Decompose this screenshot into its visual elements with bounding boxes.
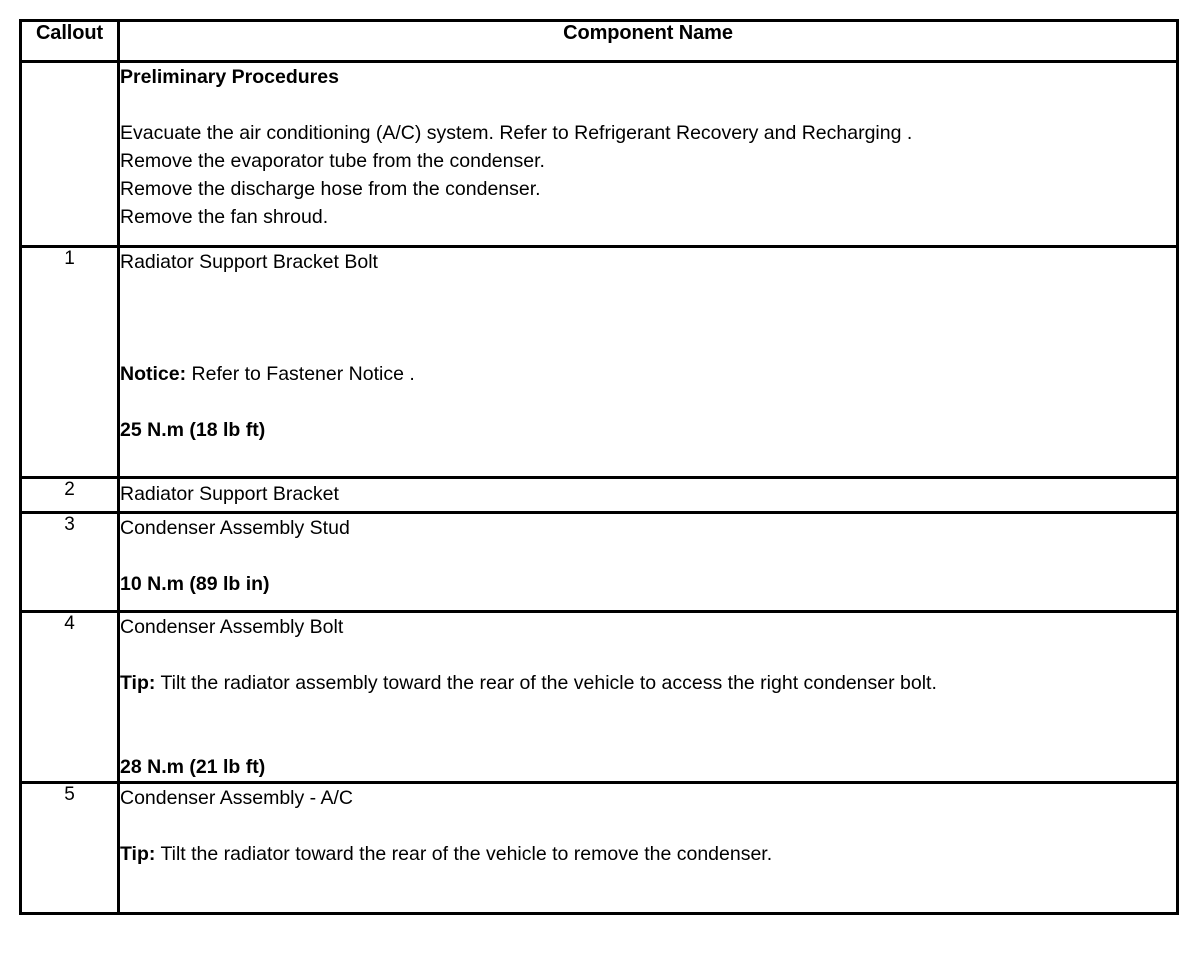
tip-line: Tip: Tilt the radiator toward the rear o… xyxy=(120,840,1176,868)
spacer-line xyxy=(120,91,1176,119)
spacer-line xyxy=(120,542,1176,570)
callout-number: 4 xyxy=(19,610,120,784)
preliminary-step-4: Remove the fan shroud. xyxy=(120,206,329,228)
spacer-line xyxy=(120,725,1176,753)
torque-spec: 28 N.m (21 lb ft) xyxy=(120,756,266,778)
spacer-line xyxy=(120,332,1176,360)
component-name: Condenser Assembly Stud xyxy=(120,517,350,539)
component-description-cell: Radiator Support Bracket xyxy=(117,476,1179,514)
spacer-line xyxy=(120,812,1176,840)
callout-number: 1 xyxy=(19,245,120,479)
table-row: 5 Condenser Assembly - A/C Tip: Tilt the… xyxy=(19,781,1179,915)
column-header-callout: Callout xyxy=(19,19,120,63)
spacer-line xyxy=(120,304,1176,332)
table-row: 4 Condenser Assembly Bolt Tip: Tilt the … xyxy=(19,610,1179,784)
preliminary-heading: Preliminary Procedures xyxy=(120,66,339,88)
preliminary-step-2: Remove the evaporator tube from the cond… xyxy=(120,150,545,172)
component-callout-table: Callout Component Name Preliminary Proce… xyxy=(19,19,1179,915)
spacer-line xyxy=(120,388,1176,416)
table-row: 1 Radiator Support Bracket Bolt Notice: … xyxy=(19,245,1179,479)
notice-label: Notice: xyxy=(120,363,187,385)
component-description-cell: Condenser Assembly Stud 10 N.m (89 lb in… xyxy=(117,511,1179,613)
component-name: Radiator Support Bracket Bolt xyxy=(120,251,378,273)
tip-text: Tilt the radiator assembly toward the re… xyxy=(155,672,937,694)
callout-number: 2 xyxy=(19,476,120,514)
preliminary-step-1: Evacuate the air conditioning (A/C) syst… xyxy=(120,122,913,144)
tip-label: Tip: xyxy=(120,672,156,694)
component-name: Condenser Assembly Bolt xyxy=(120,616,344,638)
spacer-line xyxy=(120,868,1176,896)
table-row: 3 Condenser Assembly Stud 10 N.m (89 lb … xyxy=(19,511,1179,613)
tip-label: Tip: xyxy=(120,843,156,865)
table-row-preliminary: Preliminary Procedures Evacuate the air … xyxy=(19,60,1179,248)
table-header: Callout Component Name xyxy=(19,19,1179,63)
torque-spec: 25 N.m (18 lb ft) xyxy=(120,419,266,441)
preliminary-procedures-cell: Preliminary Procedures Evacuate the air … xyxy=(117,60,1179,248)
component-description-cell: Condenser Assembly Bolt Tip: Tilt the ra… xyxy=(117,610,1179,784)
callout-number-empty xyxy=(19,60,120,248)
tip-line: Tip: Tilt the radiator assembly toward t… xyxy=(120,669,1176,697)
preliminary-step-3: Remove the discharge hose from the conde… xyxy=(120,178,541,200)
tip-text: Tilt the radiator toward the rear of the… xyxy=(155,843,773,865)
component-description-cell: Radiator Support Bracket Bolt Notice: Re… xyxy=(117,245,1179,479)
component-name: Radiator Support Bracket xyxy=(120,483,339,505)
component-name: Condenser Assembly - A/C xyxy=(120,787,354,809)
table-row: 2 Radiator Support Bracket xyxy=(19,476,1179,514)
callout-number: 5 xyxy=(19,781,120,915)
notice-text: Refer to Fastener Notice . xyxy=(186,363,415,385)
column-header-component-name: Component Name xyxy=(117,19,1179,63)
component-description-cell: Condenser Assembly - A/C Tip: Tilt the r… xyxy=(117,781,1179,915)
spacer-line xyxy=(120,641,1176,669)
spacer-line xyxy=(120,276,1176,304)
torque-spec: 10 N.m (89 lb in) xyxy=(120,573,270,595)
notice-line: Notice: Refer to Fastener Notice . xyxy=(120,360,1176,388)
callout-number: 3 xyxy=(19,511,120,613)
table-body: Preliminary Procedures Evacuate the air … xyxy=(19,60,1179,915)
spacer-line xyxy=(120,697,1176,725)
header-row: Callout Component Name xyxy=(19,19,1179,63)
